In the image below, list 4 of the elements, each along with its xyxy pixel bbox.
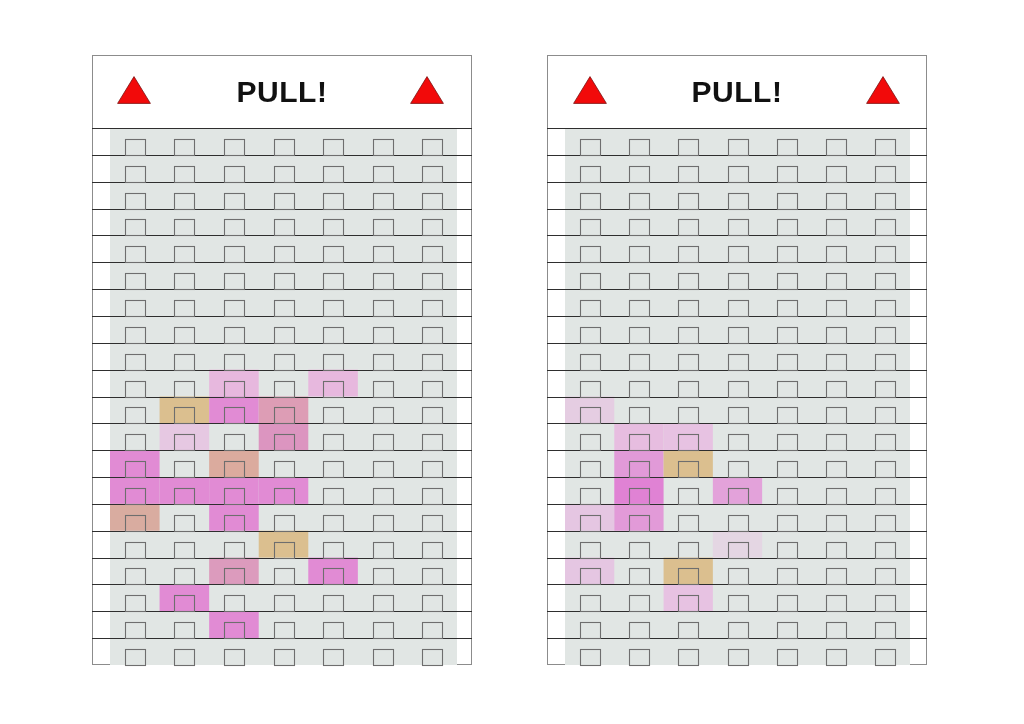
card-title: PULL! xyxy=(236,77,328,107)
tab-card xyxy=(547,55,927,665)
tab-card xyxy=(92,55,472,665)
card-title: PULL! xyxy=(691,77,783,107)
